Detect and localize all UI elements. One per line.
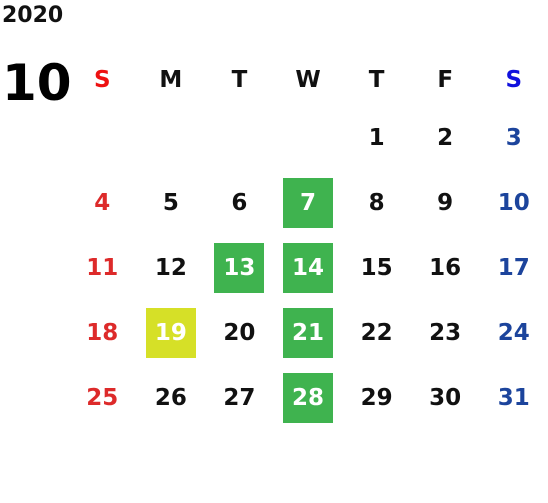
calendar-day: 18 bbox=[68, 308, 137, 358]
calendar-day: 10 bbox=[479, 178, 548, 228]
calendar-day: 20 bbox=[205, 308, 274, 358]
weekday-mon: M bbox=[159, 67, 183, 93]
weekday-sun: S bbox=[94, 67, 111, 93]
calendar-day: 22 bbox=[342, 308, 411, 358]
calendar-day: 23 bbox=[411, 308, 480, 358]
calendar-day-number: 7 bbox=[283, 177, 334, 228]
calendar-day-number: 26 bbox=[154, 384, 187, 411]
calendar-day-number bbox=[146, 113, 196, 163]
calendar-day-number: 5 bbox=[162, 189, 179, 216]
weekday-wed: W bbox=[295, 67, 321, 93]
calendar-day: 7 bbox=[274, 177, 343, 228]
calendar-day: 13 bbox=[205, 242, 274, 293]
calendar-day: 14 bbox=[274, 242, 343, 293]
calendar-day: 3 bbox=[479, 113, 548, 163]
calendar-month: 10 bbox=[2, 54, 72, 112]
calendar-day-number: 8 bbox=[368, 189, 385, 216]
calendar-day-empty bbox=[205, 113, 274, 163]
calendar-day: 29 bbox=[342, 373, 411, 423]
calendar-day: 1 bbox=[342, 113, 411, 163]
calendar-day-number: 6 bbox=[231, 189, 248, 216]
calendar-day-number: 4 bbox=[94, 189, 111, 216]
calendar-day-number bbox=[214, 113, 264, 163]
calendar-day-number: 28 bbox=[283, 372, 334, 423]
calendar-day: 21 bbox=[274, 307, 343, 358]
calendar-day: 19 bbox=[137, 307, 206, 358]
calendar-day-empty bbox=[274, 113, 343, 163]
weekday-header-row: S M T W T F S bbox=[68, 55, 548, 105]
calendar-day: 25 bbox=[68, 373, 137, 423]
calendar-day-number: 22 bbox=[360, 319, 393, 346]
calendar-day-number: 20 bbox=[223, 319, 256, 346]
calendar-day-number: 10 bbox=[497, 189, 530, 216]
calendar-day-number: 29 bbox=[360, 384, 393, 411]
calendar-day: 12 bbox=[137, 243, 206, 293]
calendar-day: 27 bbox=[205, 373, 274, 423]
calendar-day-number: 18 bbox=[86, 319, 119, 346]
calendar-day-number: 31 bbox=[497, 384, 530, 411]
calendar-day-number: 25 bbox=[86, 384, 119, 411]
calendar-day: 15 bbox=[342, 243, 411, 293]
calendar-day-number: 23 bbox=[429, 319, 462, 346]
weekday-tue: T bbox=[231, 67, 248, 93]
calendar-day-number: 24 bbox=[497, 319, 530, 346]
calendar-day: 4 bbox=[68, 178, 137, 228]
calendar-day: 6 bbox=[205, 178, 274, 228]
calendar-day-number: 9 bbox=[437, 189, 454, 216]
calendar-day-number bbox=[77, 113, 127, 163]
calendar-day-number: 2 bbox=[437, 124, 454, 151]
calendar-year: 2020 bbox=[2, 3, 64, 28]
calendar-day-number: 16 bbox=[429, 254, 462, 281]
calendar-day-number: 21 bbox=[283, 307, 334, 358]
calendar-day-number: 17 bbox=[497, 254, 530, 281]
calendar-day-number: 12 bbox=[154, 254, 187, 281]
weekday-thu: T bbox=[368, 67, 385, 93]
weekday-sat: S bbox=[505, 67, 523, 93]
calendar-week-row: 18 19 20 21 22 23 24 bbox=[68, 300, 548, 365]
weekday-fri: F bbox=[437, 67, 454, 93]
calendar-week-row: 4 5 6 7 8 9 10 bbox=[68, 170, 548, 235]
calendar-day-number: 19 bbox=[145, 307, 196, 358]
calendar-day-empty bbox=[68, 113, 137, 163]
calendar-day: 26 bbox=[137, 373, 206, 423]
calendar-day: 5 bbox=[137, 178, 206, 228]
calendar-day: 28 bbox=[274, 372, 343, 423]
calendar-day: 30 bbox=[411, 373, 480, 423]
calendar-day: 17 bbox=[479, 243, 548, 293]
calendar-day: 11 bbox=[68, 243, 137, 293]
calendar-day: 31 bbox=[479, 373, 548, 423]
calendar-day-number: 3 bbox=[505, 124, 522, 151]
calendar-day-number bbox=[283, 113, 333, 163]
calendar-day: 16 bbox=[411, 243, 480, 293]
calendar-day-number: 15 bbox=[360, 254, 393, 281]
calendar-day-number: 27 bbox=[223, 384, 256, 411]
calendar-day: 8 bbox=[342, 178, 411, 228]
calendar-day: 2 bbox=[411, 113, 480, 163]
calendar-day: 24 bbox=[479, 308, 548, 358]
calendar-day-empty bbox=[137, 113, 206, 163]
calendar-day-number: 1 bbox=[368, 124, 385, 151]
calendar-week-row: 25 26 27 28 29 30 31 bbox=[68, 365, 548, 430]
calendar-day-number: 30 bbox=[429, 384, 462, 411]
calendar-day-number: 13 bbox=[214, 242, 265, 293]
calendar-day-number: 14 bbox=[283, 242, 334, 293]
calendar-day: 9 bbox=[411, 178, 480, 228]
calendar-week-row: 1 2 3 bbox=[68, 105, 548, 170]
calendar-week-row: 11 12 13 14 15 16 17 bbox=[68, 235, 548, 300]
calendar-day-number: 11 bbox=[86, 254, 119, 281]
